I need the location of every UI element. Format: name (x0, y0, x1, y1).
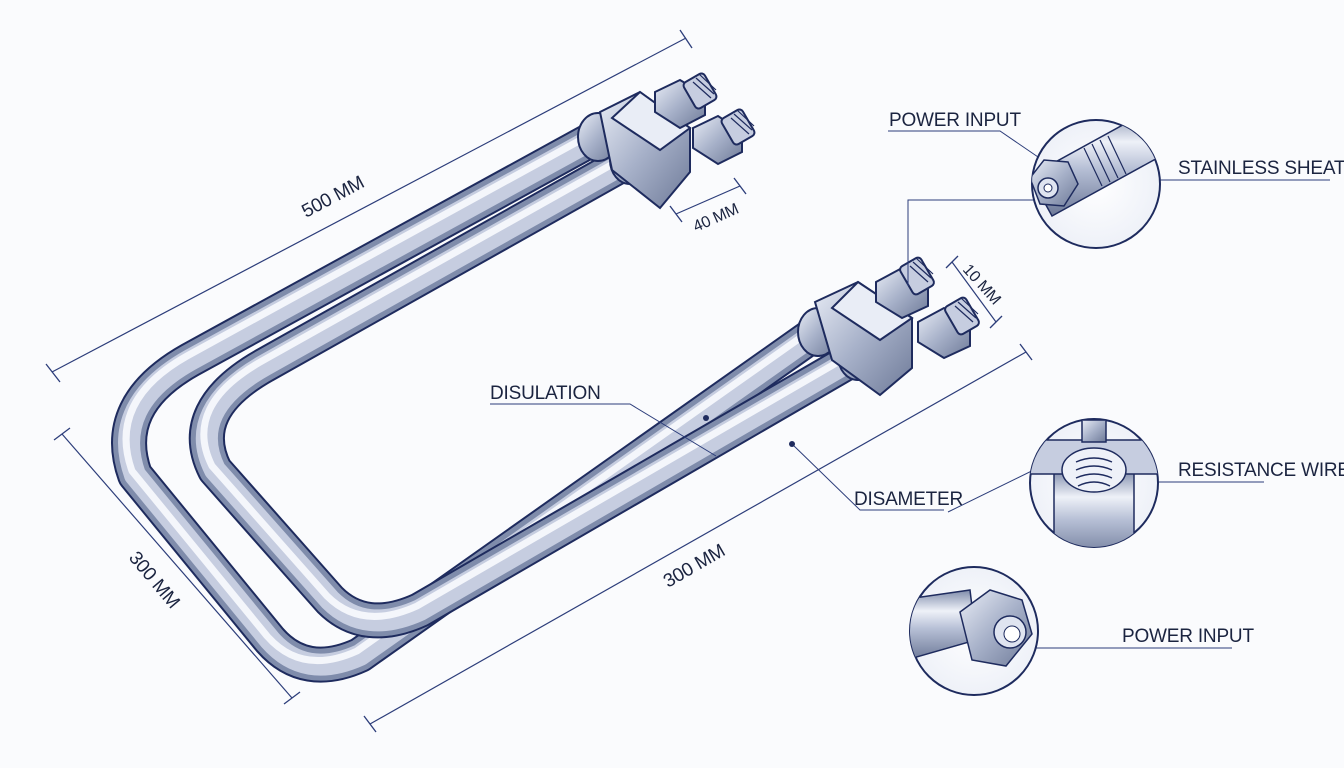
tube-inner-loop (188, 142, 878, 639)
dim-overall-length-line (45, 29, 693, 383)
tube-outer-loop (111, 117, 838, 683)
label-stainless-sheath: STAINLESS SHEATH (1178, 158, 1344, 179)
dim-width: 300 MM (124, 548, 183, 613)
detail-resistance-wire (1029, 418, 1159, 548)
label-power-input-bottom: POWER INPUT (1122, 626, 1254, 647)
label-power-input-top: POWER INPUT (889, 110, 1021, 131)
dim-overall-length: 500 MM (298, 172, 367, 222)
dim-terminal-spacing-line (669, 177, 747, 223)
top-terminal-block (577, 72, 756, 210)
dim-straight-length: 300 MM (660, 540, 729, 592)
leader-lines (490, 130, 1330, 651)
dim-terminal-spacing: 40 MM (691, 201, 742, 236)
dim-width-line (53, 427, 301, 705)
label-diameter: DISAMETER (854, 489, 963, 510)
bottom-terminal-block (797, 256, 980, 397)
dim-straight-length-line (363, 343, 1033, 733)
detail-stainless-sheath (1031, 119, 1161, 249)
label-insulation: DISULATION (490, 383, 601, 404)
label-resistance-wire: RESISTANCE WIRE (1178, 460, 1344, 481)
detail-power-input (909, 566, 1039, 696)
dim-thread-length-line (945, 255, 1003, 329)
